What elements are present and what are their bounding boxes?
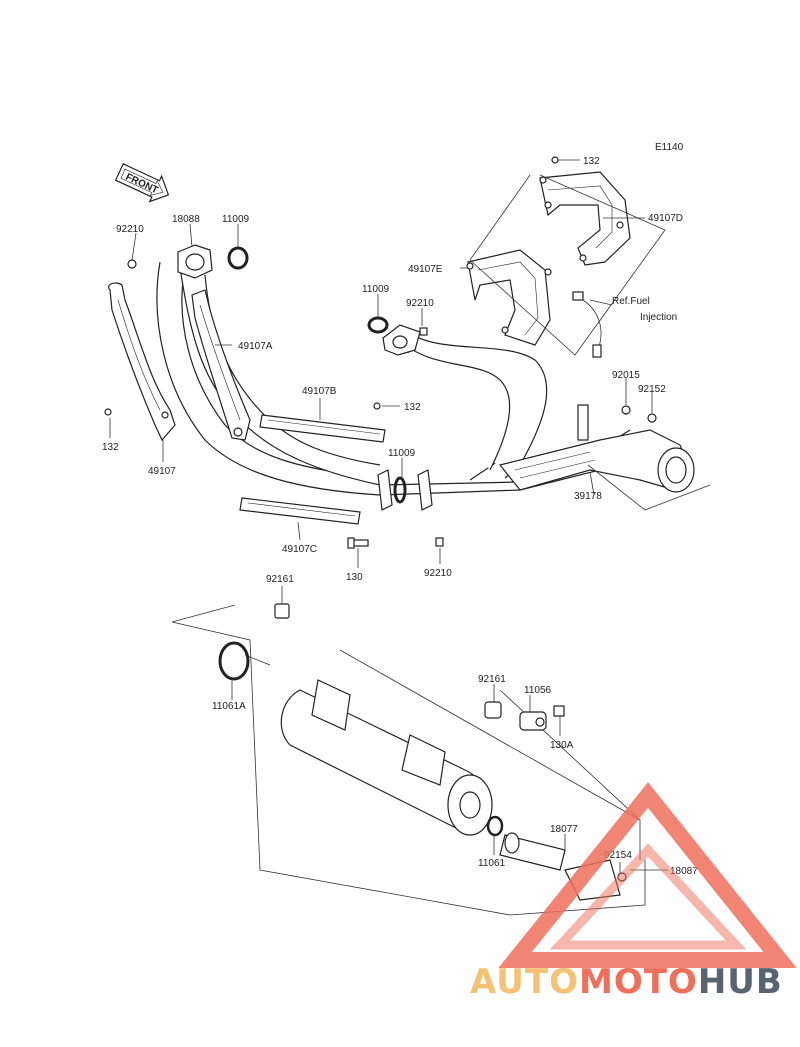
diagram-code: E1140 — [655, 142, 684, 153]
label-132-mid: 132 — [404, 402, 421, 413]
heat-shield-49107D — [539, 171, 631, 266]
label-92210-b: 92210 — [406, 298, 434, 309]
bolt-132-left — [104, 408, 112, 416]
label-92152: 92152 — [638, 384, 666, 395]
label-92161-b: 92161 — [478, 674, 506, 685]
label-132-left: 132 — [102, 442, 119, 453]
bolt-132-top — [551, 156, 559, 164]
label-11056: 11056 — [524, 685, 552, 696]
gasket-11009-a — [227, 246, 249, 270]
bolt-130 — [347, 537, 369, 549]
label-39178: 39178 — [574, 491, 602, 502]
ref-note-line2: Injection — [640, 312, 677, 323]
label-11009-b: 11009 — [362, 284, 390, 295]
label-11009-a: 11009 — [222, 214, 250, 225]
exhaust-pipe-assembly — [156, 261, 641, 496]
label-49107E: 49107E — [408, 264, 443, 275]
flange-18088 — [177, 244, 213, 279]
label-49107B: 49107B — [302, 386, 337, 397]
nut-92210-b — [419, 327, 428, 336]
heat-shield-49107E — [466, 249, 552, 346]
gasket-11009-c — [393, 476, 407, 504]
label-130A: 130A — [550, 740, 574, 751]
label-18077: 18077 — [550, 824, 578, 835]
label-132-top: 132 — [583, 156, 600, 167]
label-49107C: 49107C — [282, 544, 317, 555]
watermark-part1: AUTO — [470, 962, 579, 1002]
muffler-body — [280, 679, 493, 836]
collar-92161-a — [274, 603, 290, 619]
rear-flange — [382, 324, 421, 356]
heat-shield-49107B — [259, 414, 386, 443]
watermark-part3: HUB — [697, 962, 783, 1002]
label-18088: 18088 — [172, 214, 200, 225]
heat-shield-49107 — [108, 282, 176, 442]
label-11061A: 11061A — [212, 701, 246, 712]
label-18087: 18087 — [670, 866, 698, 877]
gasket-11009-b — [367, 316, 389, 334]
gasket-11061 — [486, 815, 504, 837]
nut-92210-a — [127, 259, 137, 269]
watermark-triangle-icon — [498, 782, 797, 968]
label-92015: 92015 — [612, 370, 640, 381]
pipe-18077 — [499, 832, 566, 871]
label-92210-a: 92210 — [116, 224, 144, 235]
label-92210-c: 92210 — [424, 568, 452, 579]
label-130: 130 — [346, 572, 363, 583]
heat-shield-49107A — [191, 289, 251, 441]
heat-shield-49107C — [239, 497, 361, 525]
label-49107D: 49107D — [648, 213, 683, 224]
label-92161-a: 92161 — [266, 574, 294, 585]
gasket-11061A — [218, 641, 250, 681]
ref-note-line1: Ref.Fuel — [612, 296, 650, 307]
washer-92152 — [647, 413, 657, 423]
clamp-plate-a — [377, 469, 393, 511]
bolt-92015 — [621, 405, 631, 415]
label-11061: 11061 — [478, 858, 506, 869]
clamp-plate-b — [417, 469, 433, 511]
bolt-132-mid — [373, 402, 381, 410]
catalyst-39178 — [498, 404, 695, 493]
label-49107A: 49107A — [238, 341, 273, 352]
label-92154: 92154 — [604, 850, 632, 861]
watermark-logo-text: AUTOMOTOHUB — [470, 962, 800, 1004]
label-49107: 49107 — [148, 466, 176, 477]
collar-92161-b — [484, 701, 502, 719]
front-arrow-icon: FRONT — [114, 163, 170, 203]
nut-92210-c — [435, 537, 444, 547]
watermark-part2: MOTO — [578, 962, 698, 1002]
o2-sensor — [572, 291, 602, 358]
bolt-130A — [553, 705, 565, 717]
label-11009-c: 11009 — [388, 448, 416, 459]
bracket-11056 — [519, 711, 547, 731]
